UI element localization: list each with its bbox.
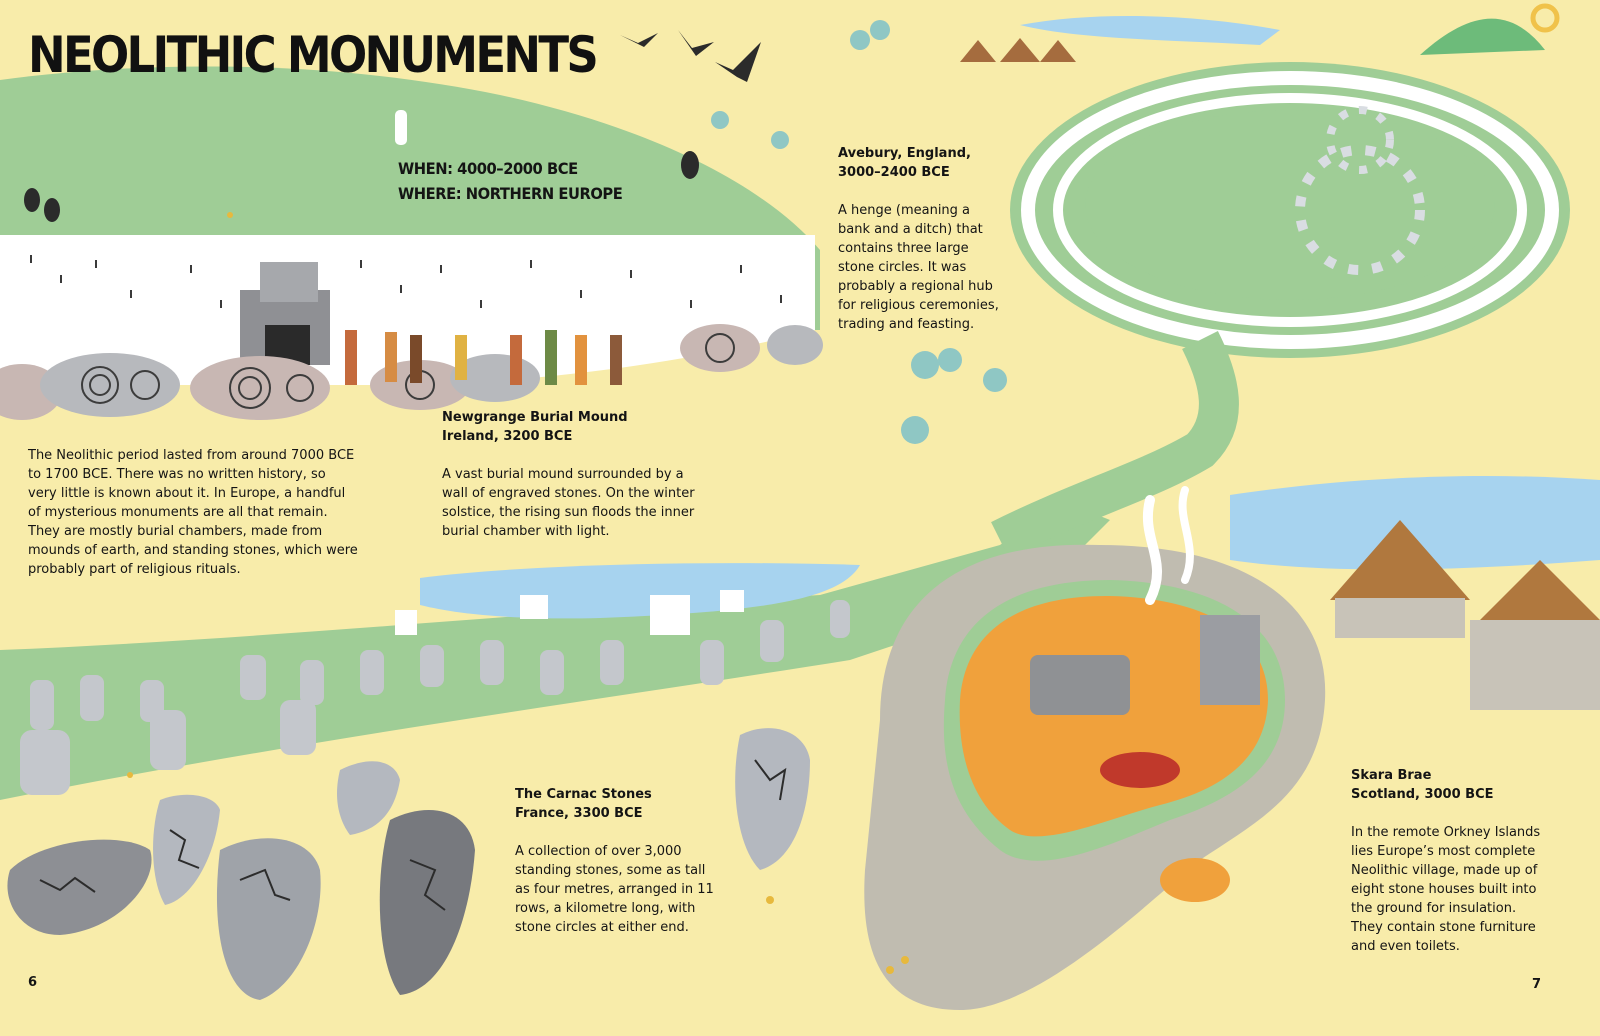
- carnac-caption: The Carnac Stones France, 3300 BCE A col…: [515, 785, 720, 937]
- top-landscape: [1020, 3, 1560, 55]
- river-right: [1230, 475, 1600, 570]
- newgrange-caption: Newgrange Burial Mound Ireland, 3200 BCE…: [442, 408, 712, 541]
- newgrange-body: A vast burial mound surrounded by a wall…: [442, 467, 695, 539]
- avenue-path: [991, 331, 1239, 558]
- trees: [711, 20, 1007, 444]
- when-label: WHEN: 4000–2000 BCE: [398, 159, 578, 178]
- stone-cracks: [39, 759, 787, 911]
- rabbit-figure: [395, 110, 407, 145]
- bird-icons: [24, 30, 761, 222]
- avebury-subtitle: 3000–2400 BCE: [838, 165, 950, 180]
- when-where-box: WHEN: 4000–2000 BCE WHERE: NORTHERN EURO…: [398, 156, 623, 206]
- flower-icons: [127, 212, 909, 974]
- carnac-standing-stones: [20, 600, 850, 795]
- skara-title: Skara Brae: [1351, 768, 1432, 783]
- page-number-left: 6: [28, 975, 38, 990]
- skara-body: In the remote Orkney Islands lies Europe…: [1351, 825, 1541, 954]
- procession-figures: [345, 330, 622, 385]
- skara-subtitle: Scotland, 3000 BCE: [1351, 787, 1494, 802]
- page-number-right: 7: [1532, 977, 1542, 992]
- avebury-henge: [1010, 62, 1570, 358]
- tomb-entrance: [240, 262, 330, 365]
- skara-roundhouses: [1330, 520, 1600, 710]
- skara-caption: Skara Brae Scotland, 3000 BCE In the rem…: [1351, 766, 1551, 956]
- avebury-body: A henge (meaning a bank and a ditch) tha…: [838, 203, 999, 332]
- hut-group: [960, 38, 1076, 62]
- carnac-body: A collection of over 3,000 standing ston…: [515, 844, 714, 935]
- wall-markings: [30, 255, 782, 308]
- carnac-title: The Carnac Stones: [515, 787, 652, 802]
- coastal-houses: [395, 590, 744, 635]
- where-label: WHERE: NORTHERN EUROPE: [398, 184, 623, 203]
- page-title: NEOLITHIC MONUMENTS: [28, 26, 599, 84]
- newgrange-subtitle: Ireland, 3200 BCE: [442, 429, 573, 444]
- newgrange-title: Newgrange Burial Mound: [442, 410, 628, 425]
- avebury-caption: Avebury, England, 3000–2400 BCE A henge …: [838, 144, 1003, 334]
- avebury-title: Avebury, England,: [838, 146, 971, 161]
- intro-paragraph: The Neolithic period lasted from around …: [28, 448, 358, 577]
- spiral-engravings: [81, 333, 735, 409]
- skara-house-interior: [864, 486, 1326, 1010]
- carnac-subtitle: France, 3300 BCE: [515, 806, 643, 821]
